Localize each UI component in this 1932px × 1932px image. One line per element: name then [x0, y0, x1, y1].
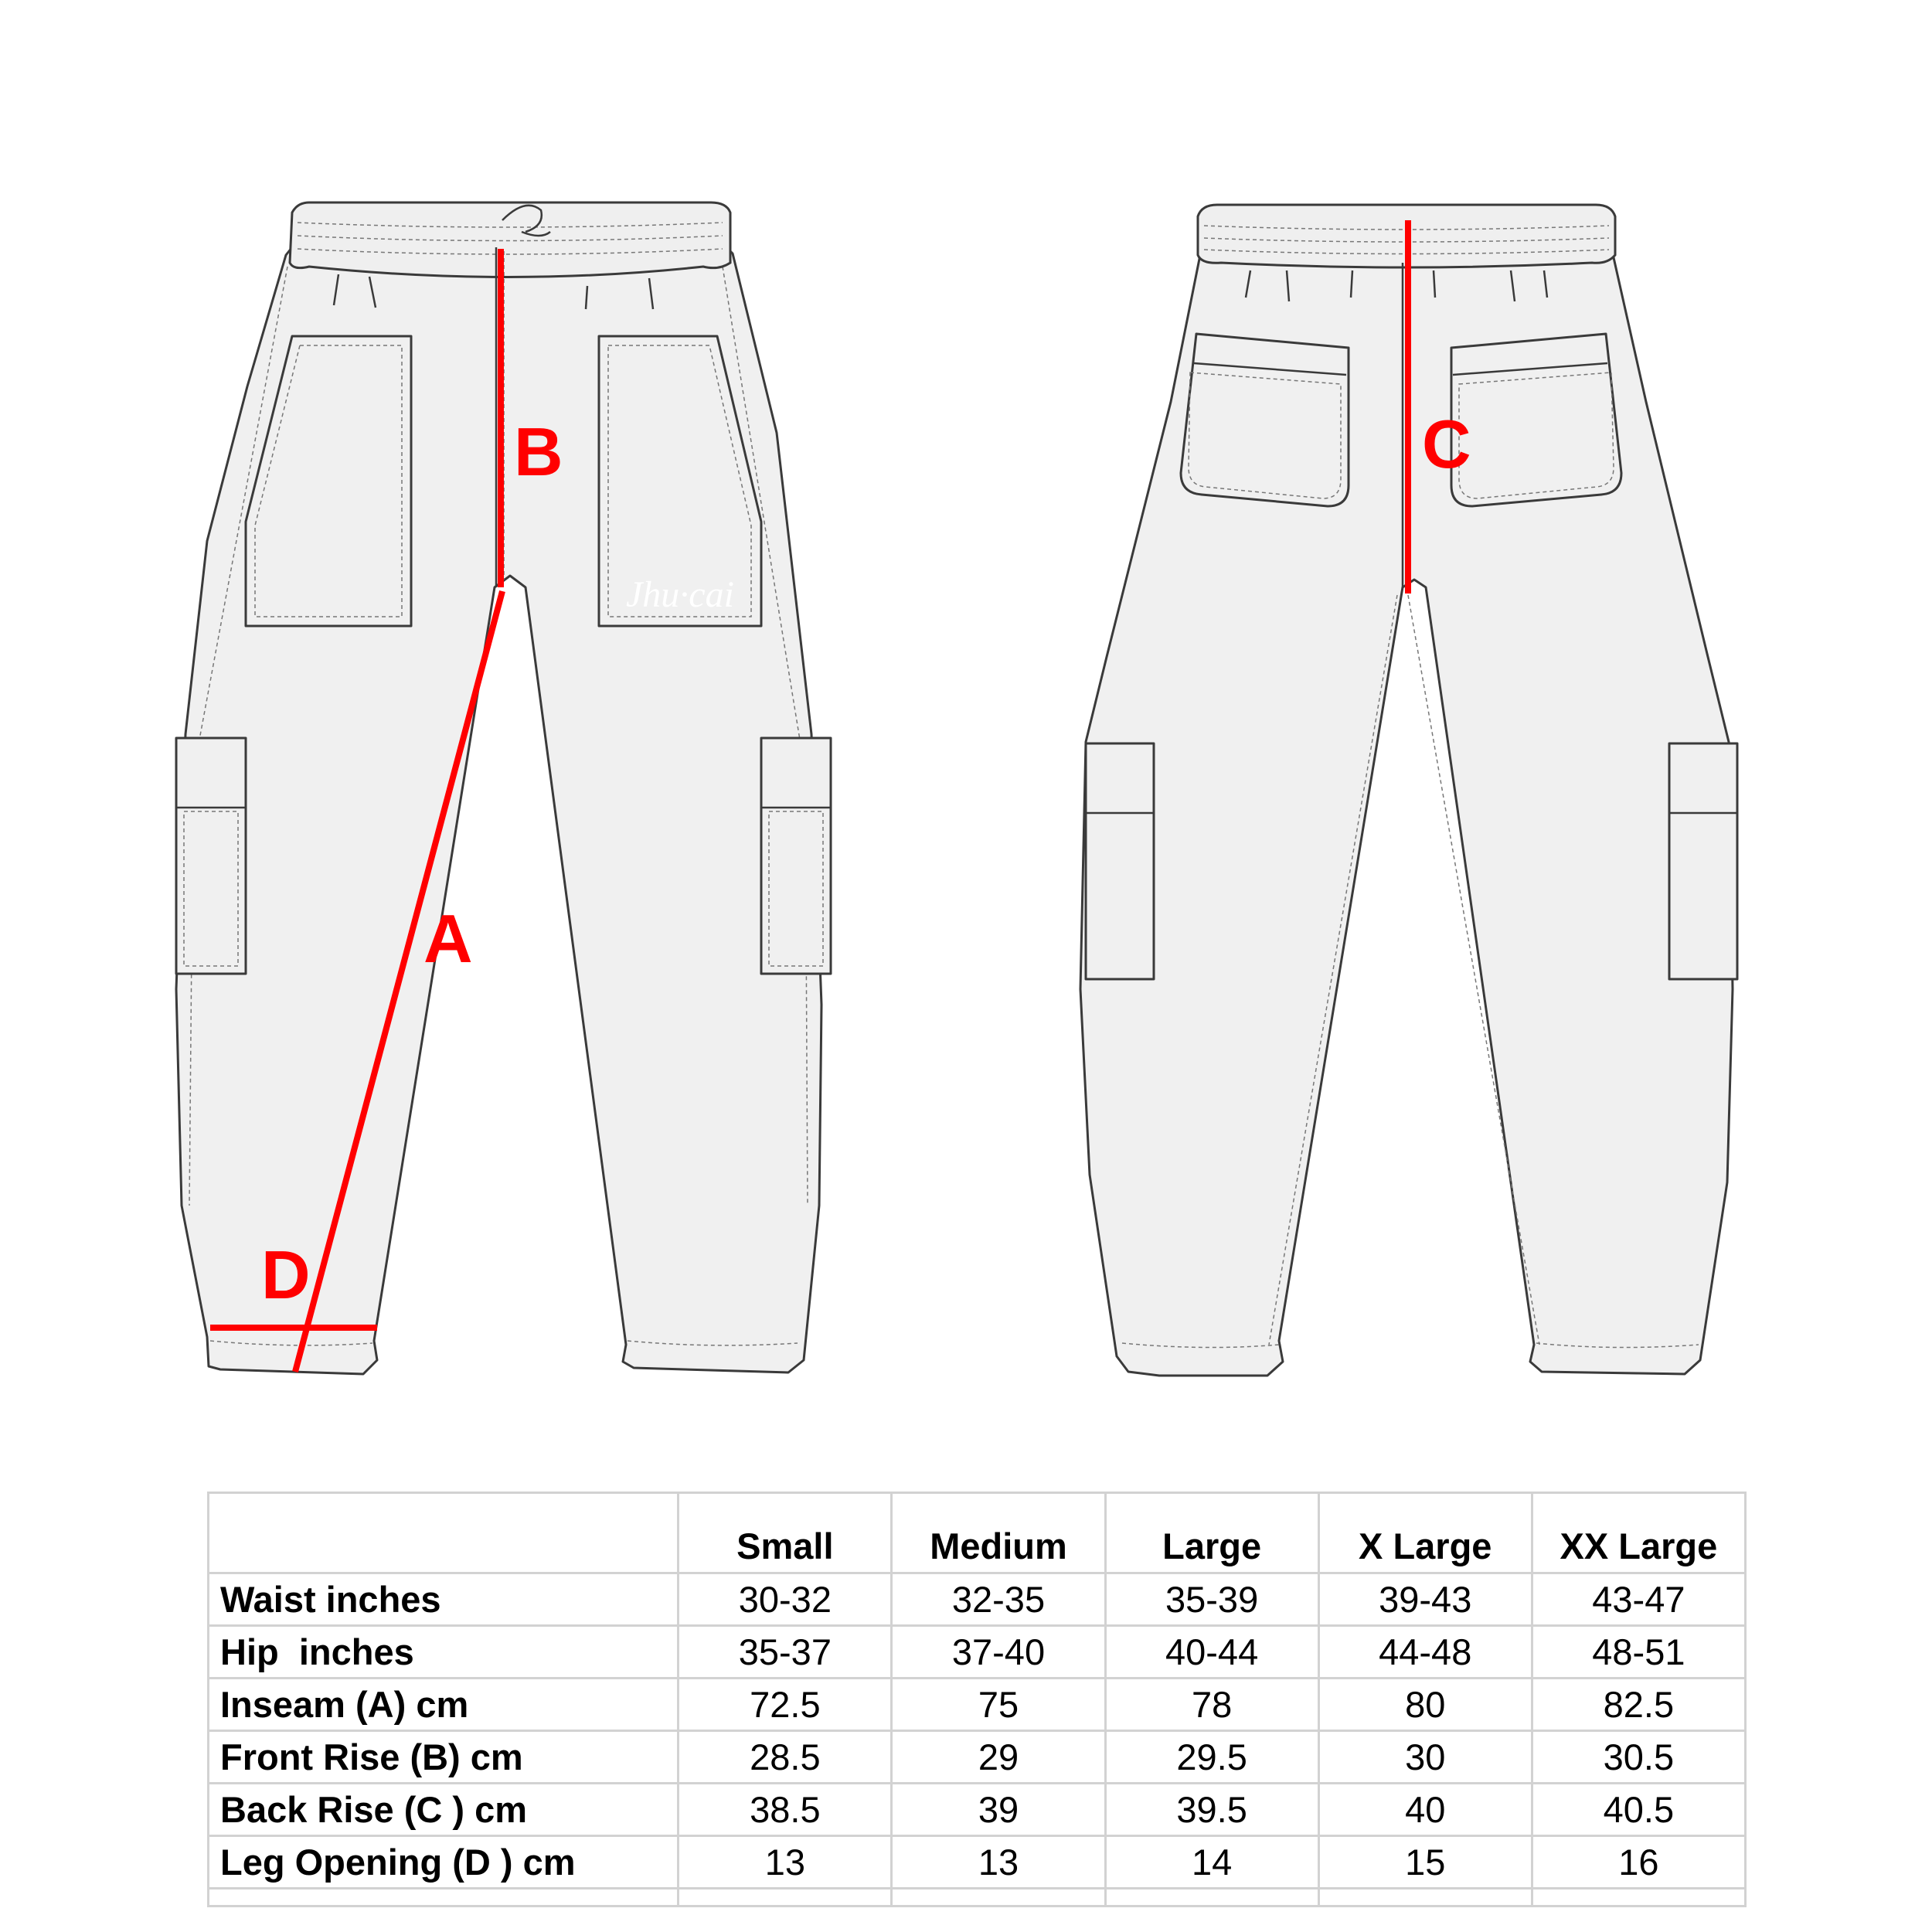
- front-right-cargo-pocket: [760, 736, 832, 975]
- table-row: Leg Opening (D ) cm 13 13 14 15 16: [206, 1835, 1747, 1889]
- table-cell: 30.5: [1530, 1730, 1747, 1784]
- header-x-large: X Large: [1317, 1492, 1533, 1574]
- row-label: Back Rise (C ) cm: [206, 1782, 680, 1837]
- header-large: Large: [1104, 1492, 1320, 1574]
- header-empty-cell: [206, 1492, 680, 1574]
- table-cell: 80: [1317, 1677, 1533, 1732]
- table-row: Inseam (A) cm 72.5 75 78 80 82.5: [206, 1677, 1747, 1732]
- table-spacer-row: [206, 1887, 1747, 1907]
- front-left-cargo-pocket: [175, 736, 247, 975]
- table-cell: 35-37: [677, 1624, 893, 1679]
- header-medium: Medium: [890, 1492, 1107, 1574]
- table-cell: 32-35: [890, 1572, 1107, 1627]
- table-cell: 82.5: [1530, 1677, 1747, 1732]
- front-right-pocket: [597, 335, 763, 628]
- table-cell: 30-32: [677, 1572, 893, 1627]
- front-waistband: [288, 201, 732, 278]
- watermark: Jhu·cai: [626, 574, 734, 615]
- table-cell: [1530, 1887, 1747, 1907]
- size-header-row: Small Medium Large X Large XX Large: [206, 1492, 1747, 1574]
- back-left-pocket: [1179, 332, 1350, 508]
- table-cell: 16: [1530, 1835, 1747, 1889]
- table-cell: 35-39: [1104, 1572, 1320, 1627]
- label-d: D: [261, 1236, 311, 1313]
- table-cell: 13: [890, 1835, 1107, 1889]
- table-cell: 43-47: [1530, 1572, 1747, 1627]
- table-row: Hip inches 35-37 37-40 40-44 44-48 48-51: [206, 1624, 1747, 1679]
- table-cell: 38.5: [677, 1782, 893, 1837]
- table-row: Waist inches 30-32 32-35 35-39 39-43 43-…: [206, 1572, 1747, 1627]
- size-chart-table: Small Medium Large X Large XX Large Wais…: [206, 1492, 1747, 1907]
- table-cell: 37-40: [890, 1624, 1107, 1679]
- table-cell: 29: [890, 1730, 1107, 1784]
- back-right-cargo-pocket: [1668, 742, 1739, 981]
- row-label: Leg Opening (D ) cm: [206, 1835, 680, 1889]
- table-cell: 30: [1317, 1730, 1533, 1784]
- label-c: C: [1422, 406, 1471, 482]
- table-cell: 39.5: [1104, 1782, 1320, 1837]
- header-xx-large: XX Large: [1530, 1492, 1747, 1574]
- header-small: Small: [677, 1492, 893, 1574]
- table-cell: 78: [1104, 1677, 1320, 1732]
- table-cell: 14: [1104, 1835, 1320, 1889]
- label-b: B: [514, 413, 563, 490]
- row-label: Front Rise (B) cm: [206, 1730, 680, 1784]
- table-cell: 48-51: [1530, 1624, 1747, 1679]
- table-cell: 13: [677, 1835, 893, 1889]
- inseam-line-a: [292, 590, 505, 1373]
- table-cell: 44-48: [1317, 1624, 1533, 1679]
- table-cell: [890, 1887, 1107, 1907]
- table-cell: 28.5: [677, 1730, 893, 1784]
- table-row: Front Rise (B) cm 28.5 29 29.5 30 30.5: [206, 1730, 1747, 1784]
- table-cell: 39-43: [1317, 1572, 1533, 1627]
- front-left-pocket: [244, 335, 413, 628]
- front-view: Jhu·cai B A D: [175, 201, 832, 1376]
- back-right-pocket: [1450, 332, 1623, 508]
- table-cell: [677, 1887, 893, 1907]
- back-view: C: [1079, 203, 1739, 1377]
- table-cell: [1317, 1887, 1533, 1907]
- table-cell: [206, 1887, 680, 1907]
- table-cell: 75: [890, 1677, 1107, 1732]
- label-a: A: [423, 900, 473, 977]
- table-row: Back Rise (C ) cm 38.5 39 39.5 40 40.5: [206, 1782, 1747, 1837]
- table-cell: 40: [1317, 1782, 1533, 1837]
- back-left-cargo-pocket: [1084, 742, 1155, 981]
- pants-diagram: Jhu·cai B A D: [175, 201, 1739, 1377]
- table-cell: 29.5: [1104, 1730, 1320, 1784]
- table-cell: [1104, 1887, 1320, 1907]
- table-cell: 40-44: [1104, 1624, 1320, 1679]
- table-cell: 40.5: [1530, 1782, 1747, 1837]
- table-cell: 72.5: [677, 1677, 893, 1732]
- row-label: Inseam (A) cm: [206, 1677, 680, 1732]
- table-cell: 15: [1317, 1835, 1533, 1889]
- table-cell: 39: [890, 1782, 1107, 1837]
- row-label: Waist inches: [206, 1572, 680, 1627]
- row-label: Hip inches: [206, 1624, 680, 1679]
